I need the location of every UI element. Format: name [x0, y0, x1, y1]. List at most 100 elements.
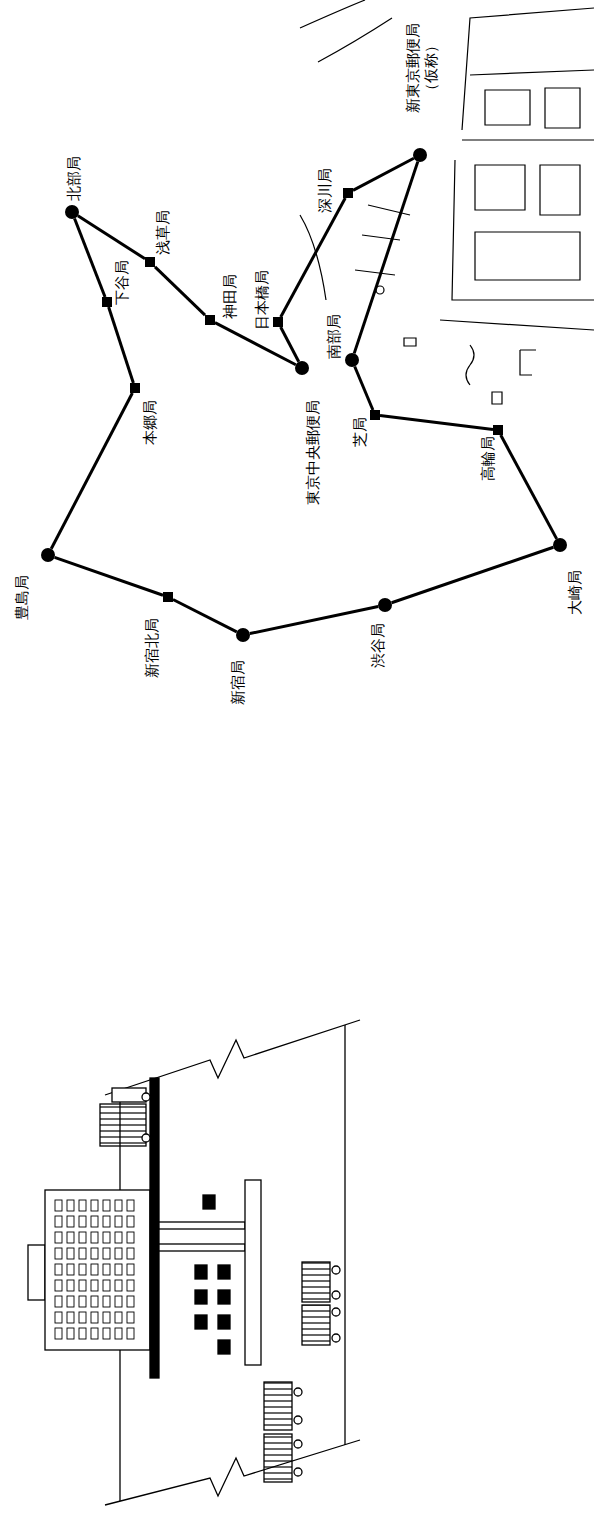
rail-wheel	[294, 1388, 302, 1396]
station-name: 本郷局	[141, 400, 159, 445]
building-window	[79, 1232, 86, 1243]
building-window	[103, 1296, 110, 1307]
station-dot	[553, 538, 567, 552]
route-line	[155, 267, 205, 315]
station-name: 新東京郵便局 （仮称）	[404, 21, 440, 116]
rail-wheel	[294, 1416, 302, 1424]
building-window	[127, 1312, 134, 1323]
building	[45, 1190, 150, 1350]
building-window	[55, 1296, 62, 1307]
station-dot	[413, 148, 427, 162]
station-square: 下谷局	[102, 297, 112, 307]
station-circle: 大崎局	[553, 538, 567, 552]
rail-car	[302, 1262, 330, 1302]
rail-wheel	[332, 1334, 340, 1342]
station-name: 大崎局	[566, 570, 584, 615]
elevated-deck	[150, 1078, 159, 1378]
station-name: 下谷局	[113, 260, 131, 305]
station-marker	[378, 598, 392, 612]
rail-car	[264, 1382, 292, 1430]
building-window	[103, 1232, 110, 1243]
building-window	[115, 1216, 122, 1227]
station-name: 日本橋局	[253, 270, 271, 330]
building-window	[79, 1312, 86, 1323]
building-window	[115, 1248, 122, 1259]
break-mark	[105, 1440, 360, 1505]
street-line	[462, 139, 594, 140]
building-window	[127, 1328, 134, 1339]
building-window	[67, 1280, 74, 1291]
pillar	[159, 1244, 245, 1251]
station-circle: 豊島局	[41, 548, 55, 562]
break-mark	[105, 1020, 360, 1095]
station-circle: 北部局	[65, 205, 79, 219]
building-window	[79, 1280, 86, 1291]
station-marker	[295, 361, 309, 375]
route-line	[355, 366, 373, 410]
building-window	[67, 1264, 74, 1275]
building-window	[79, 1328, 86, 1339]
station-name: 新宿局	[229, 660, 247, 705]
building-window	[55, 1248, 62, 1259]
station-name: 芝局	[351, 417, 369, 447]
truck-wheel	[142, 1134, 150, 1142]
station-dot	[236, 628, 250, 642]
station-marker	[345, 353, 359, 367]
station-name: 神田局	[221, 274, 239, 319]
rail-car	[302, 1305, 330, 1345]
rail-wheel	[294, 1440, 302, 1448]
container	[218, 1290, 230, 1304]
station-name: 新宿北局	[143, 618, 161, 678]
rail-wheel	[294, 1468, 302, 1476]
truck-cab	[112, 1088, 146, 1102]
station-dot	[378, 598, 392, 612]
building-window	[127, 1248, 134, 1259]
station-square: 深川局	[343, 188, 353, 198]
containers	[195, 1195, 230, 1354]
street-line	[452, 160, 594, 300]
rail-wheel	[332, 1308, 340, 1316]
building-window	[55, 1328, 62, 1339]
building-window	[115, 1296, 122, 1307]
street-line	[470, 70, 594, 75]
building-window	[127, 1264, 134, 1275]
ground-edge	[344, 1025, 345, 1445]
building-penthouse	[28, 1245, 45, 1300]
station-name: 北部局	[65, 156, 83, 201]
building-window	[67, 1296, 74, 1307]
building-window	[67, 1200, 74, 1211]
building-window	[91, 1280, 98, 1291]
station-marker	[236, 628, 250, 642]
route-line	[392, 547, 554, 602]
station-dot	[65, 205, 79, 219]
station-marker	[65, 205, 79, 219]
building-window	[103, 1280, 110, 1291]
building-window	[115, 1280, 122, 1291]
building-window	[67, 1312, 74, 1323]
route-line	[380, 416, 493, 430]
station-square: 浅草局	[145, 257, 155, 267]
street-block	[492, 392, 502, 404]
station-name: 豊島局	[13, 575, 31, 620]
street-block	[485, 90, 530, 125]
building-window	[55, 1216, 62, 1227]
building-window	[55, 1264, 62, 1275]
building-window	[79, 1264, 86, 1275]
station-marker	[413, 148, 427, 162]
building-window	[91, 1312, 98, 1323]
route-line	[281, 198, 346, 317]
street-block	[475, 165, 525, 210]
building-window	[79, 1200, 86, 1211]
street-line	[355, 270, 395, 275]
station-circle: 新宿局	[236, 628, 250, 642]
building-window	[127, 1296, 134, 1307]
station-square: 芝局	[370, 410, 380, 420]
station-dot	[41, 548, 55, 562]
container	[203, 1195, 215, 1209]
route-line	[55, 557, 163, 595]
container	[218, 1340, 230, 1354]
street-line	[300, 0, 365, 28]
building-window	[91, 1216, 98, 1227]
building-window	[91, 1264, 98, 1275]
